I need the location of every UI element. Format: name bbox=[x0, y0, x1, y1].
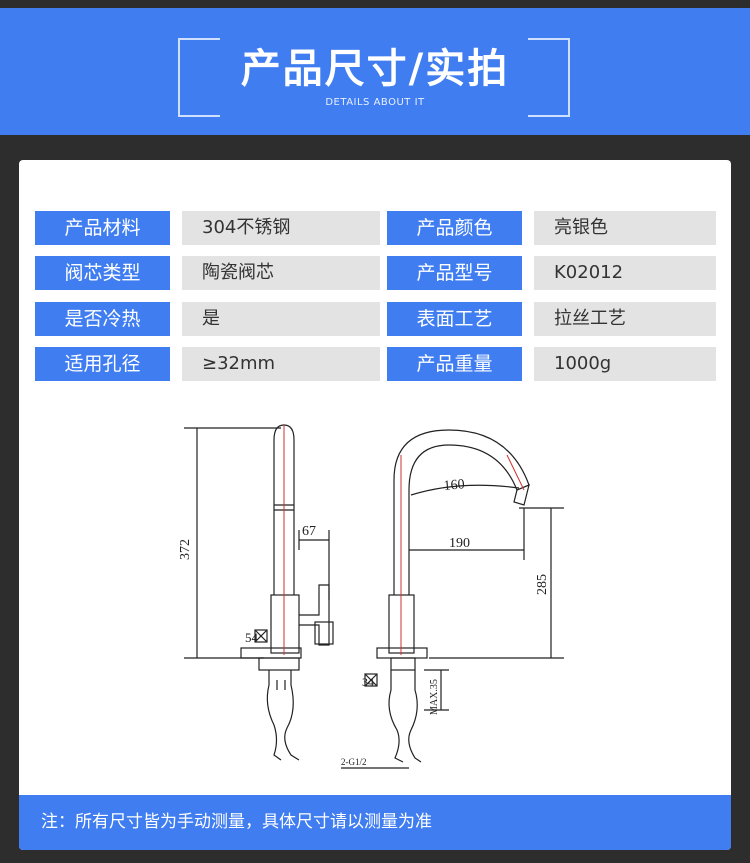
page-subtitle: DETAILS ABOUT IT bbox=[325, 97, 425, 108]
spec-value: 陶瓷阀芯 bbox=[182, 256, 380, 290]
title-frame-left bbox=[178, 38, 220, 117]
arc-spout bbox=[393, 429, 530, 595]
spec-label: 是否冷热 bbox=[35, 302, 170, 336]
supply-hose bbox=[266, 670, 300, 761]
dim-height-left: 372 bbox=[178, 539, 193, 560]
dim-reach-left: 67 bbox=[302, 524, 316, 539]
spec-value: 304不锈钢 bbox=[182, 211, 380, 245]
header-banner: 产品尺寸/实拍 DETAILS ABOUT IT bbox=[0, 8, 750, 135]
spec-value: ≥32mm bbox=[182, 347, 380, 381]
faucet-body bbox=[270, 594, 300, 654]
dim-max-right: MAX.35 bbox=[429, 679, 440, 715]
spec-row: 适用孔径 ≥32mm 产品重量 1000g bbox=[35, 347, 716, 381]
spec-card: 产品材料 304不锈钢 产品颜色 亮银色 阀芯类型 陶瓷阀芯 产品型号 K020… bbox=[19, 160, 731, 850]
faucet-dimension-drawing: 372 67 54 160 190 285 34 MAX.35 2-G1/2 bbox=[178, 424, 564, 769]
page-title: 产品尺寸/实拍 bbox=[240, 46, 510, 92]
dim-height-right: 285 bbox=[535, 574, 550, 595]
title-frame-right bbox=[528, 38, 570, 117]
spec-label: 产品重量 bbox=[387, 347, 522, 381]
dim-arc-right: 160 bbox=[443, 477, 465, 494]
spec-value: 1000g bbox=[534, 347, 716, 381]
spec-label: 适用孔径 bbox=[35, 347, 170, 381]
spec-row: 阀芯类型 陶瓷阀芯 产品型号 K02012 bbox=[35, 256, 716, 290]
spec-row: 产品材料 304不锈钢 产品颜色 亮银色 bbox=[35, 211, 716, 245]
faucet-handle bbox=[299, 584, 330, 646]
spec-label: 表面工艺 bbox=[387, 302, 522, 336]
spec-label: 产品材料 bbox=[35, 211, 170, 245]
measurement-note: 注：所有尺寸皆为手动测量，具体尺寸请以测量为准 bbox=[19, 795, 731, 850]
spec-label: 阀芯类型 bbox=[35, 256, 170, 290]
spec-value: K02012 bbox=[534, 256, 716, 290]
spec-value: 是 bbox=[182, 302, 380, 336]
dim-reach-right: 190 bbox=[449, 536, 470, 551]
dim-base-right: 34 bbox=[362, 675, 374, 689]
dim-base-left: 54 bbox=[245, 630, 259, 645]
dim-thread: 2-G1/2 bbox=[341, 757, 367, 767]
spec-label: 产品型号 bbox=[387, 256, 522, 290]
spec-row: 是否冷热 是 表面工艺 拉丝工艺 bbox=[35, 302, 716, 336]
spec-value: 亮银色 bbox=[534, 211, 716, 245]
spec-label: 产品颜色 bbox=[387, 211, 522, 245]
spec-value: 拉丝工艺 bbox=[534, 302, 716, 336]
